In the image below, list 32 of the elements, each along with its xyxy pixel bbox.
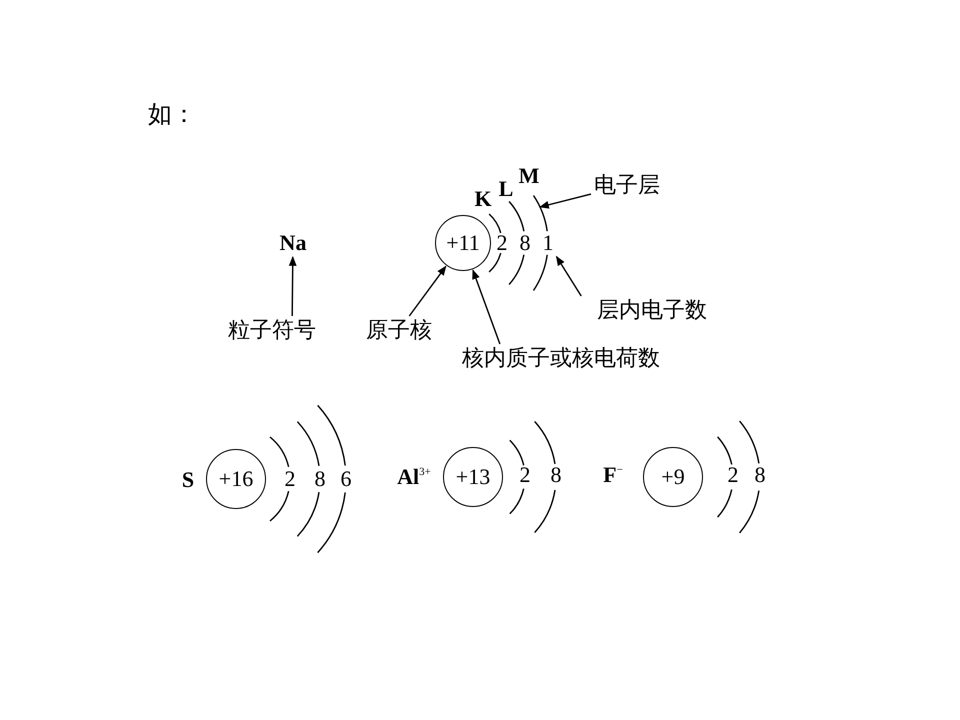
electron-count: 2 xyxy=(496,232,508,254)
arrow xyxy=(556,256,582,296)
particle-symbol: Al$^{3+}$ xyxy=(397,466,431,488)
arrow xyxy=(472,269,501,344)
callout-text: 电子层 xyxy=(594,174,660,196)
arrow xyxy=(288,256,297,316)
callout-text: 核内质子或核电荷数 xyxy=(462,347,660,369)
particle-symbol: F$^{−}$ xyxy=(603,464,623,486)
nucleus-circle: +13 xyxy=(443,447,503,507)
electron-count: 8 xyxy=(754,464,766,486)
callout-text: 原子核 xyxy=(366,319,432,341)
particle-symbol: Na xyxy=(280,232,306,254)
arrow xyxy=(539,193,592,209)
arrow xyxy=(408,266,446,316)
electron-count: 2 xyxy=(728,464,738,486)
heading-text: 如： xyxy=(148,103,196,127)
callout-text: 粒子符号 xyxy=(228,319,316,341)
electron-count: 1 xyxy=(542,232,554,254)
nucleus-circle: +9 xyxy=(643,447,703,507)
shell-letter: L xyxy=(498,178,514,200)
electron-count: 2 xyxy=(284,468,296,490)
nucleus-circle: +11 xyxy=(435,215,491,271)
electron-count: 8 xyxy=(520,232,530,254)
shell-letter: K xyxy=(474,188,492,210)
electron-count: 6 xyxy=(340,468,352,490)
particle-symbol: S xyxy=(182,469,194,491)
nucleus-circle: +16 xyxy=(206,449,266,509)
callout-text: 层内电子数 xyxy=(597,299,707,321)
electron-count: 2 xyxy=(520,464,530,486)
electron-count: 8 xyxy=(550,464,562,486)
shell-letter: M xyxy=(518,165,540,187)
electron-count: 8 xyxy=(314,468,326,490)
